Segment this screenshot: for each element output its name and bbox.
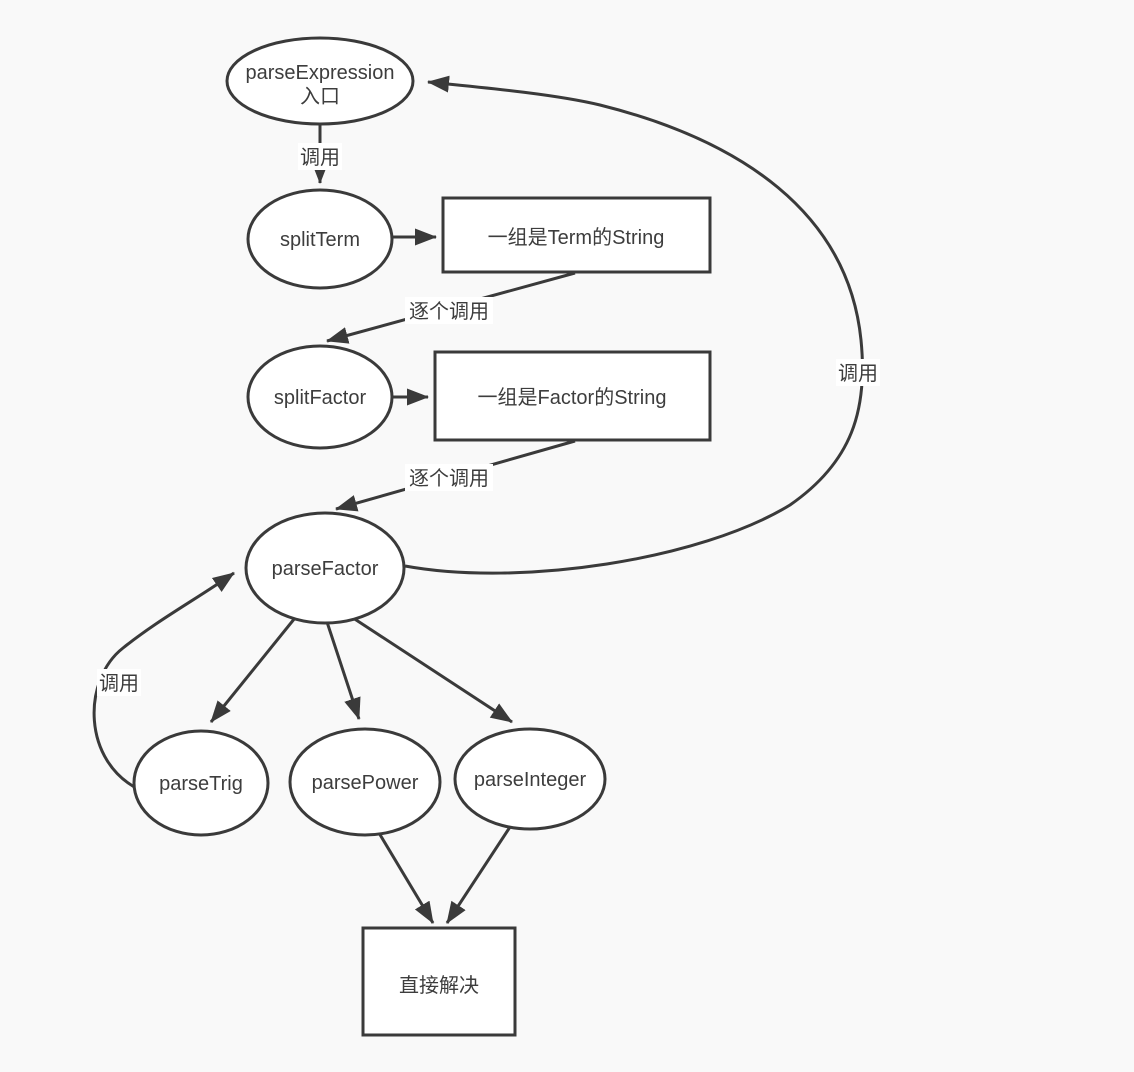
ellipse-shape[interactable] <box>132 729 270 837</box>
node-parse-expression[interactable]: parseExpression 入口 <box>225 36 415 126</box>
node-label: parseTrig <box>159 773 243 795</box>
ellipse-shape[interactable] <box>246 188 394 290</box>
node-label: splitFactor <box>274 387 367 409</box>
edge-label-text: 调用 <box>300 146 340 169</box>
node-label: 直接解决 <box>399 974 479 997</box>
edge-label-text: 调用 <box>99 672 139 695</box>
edge-label-text: 调用 <box>838 362 878 385</box>
ellipse-shape[interactable] <box>246 344 394 450</box>
node-direct-solve[interactable]: 直接解决 <box>361 926 517 1037</box>
edge-label-bg <box>97 669 141 696</box>
node-term-strings[interactable]: 一组是Term的String <box>441 196 712 274</box>
node-label: parseFactor <box>272 558 379 580</box>
edge-label-text: 逐个调用 <box>409 467 489 490</box>
rect-shape[interactable] <box>441 196 712 274</box>
ellipse-shape[interactable] <box>244 511 406 625</box>
edge-label-bg <box>405 464 493 491</box>
node-label: parsePower <box>312 772 419 794</box>
node-label: parseInteger <box>474 769 587 791</box>
edge-label-bg <box>298 143 342 170</box>
node-label: 一组是Factor的String <box>478 386 667 409</box>
node-parse-trig[interactable]: parseTrig <box>132 729 270 837</box>
edge-parsefactor-parsepower <box>325 621 361 720</box>
rect-shape[interactable] <box>361 926 517 1037</box>
edge-parsefactor-parseinteger <box>346 612 513 724</box>
node-parse-power[interactable]: parsePower <box>288 727 442 837</box>
node-label: 一组是Term的String <box>488 226 665 249</box>
edge-parsetrig-parsefactor <box>92 571 235 792</box>
edge-label-bg <box>836 359 880 386</box>
rect-shape[interactable] <box>433 350 712 442</box>
edge-label-call-right: 调用 <box>836 359 880 386</box>
node-sublabel: 入口 <box>300 86 340 108</box>
node-split-factor[interactable]: splitFactor <box>246 344 394 450</box>
edge-labels-layer: 调用 逐个调用 逐个调用 调用 调用 <box>97 143 880 696</box>
node-factor-strings[interactable]: 一组是Factor的String <box>433 350 712 442</box>
edge-label-call-top: 调用 <box>298 143 342 170</box>
node-label: splitTerm <box>280 229 360 251</box>
node-parse-factor[interactable]: parseFactor <box>244 511 406 625</box>
node-parse-integer[interactable]: parseInteger <box>453 727 607 831</box>
ellipse-shape[interactable] <box>225 36 415 126</box>
edge-parsefactor-parseexpression <box>404 75 865 575</box>
edge-label-bg <box>405 297 493 324</box>
edge-label-each-call-1: 逐个调用 <box>405 297 493 324</box>
edge-label-text: 逐个调用 <box>409 300 489 323</box>
ellipse-shape[interactable] <box>453 727 607 831</box>
edge-label-call-left: 调用 <box>97 669 141 696</box>
edge-parsepower-directsolve <box>377 832 435 924</box>
nodes-layer: parseExpression 入口 splitTerm 一组是Term的Str… <box>132 36 712 1037</box>
node-split-term[interactable]: splitTerm <box>246 188 394 290</box>
edge-parsefactor-parsetrig <box>209 612 301 723</box>
node-label: parseExpression <box>246 62 395 84</box>
edge-parseinteger-directsolve <box>445 826 512 924</box>
ellipse-shape[interactable] <box>288 727 442 837</box>
edge-label-each-call-2: 逐个调用 <box>405 464 493 491</box>
